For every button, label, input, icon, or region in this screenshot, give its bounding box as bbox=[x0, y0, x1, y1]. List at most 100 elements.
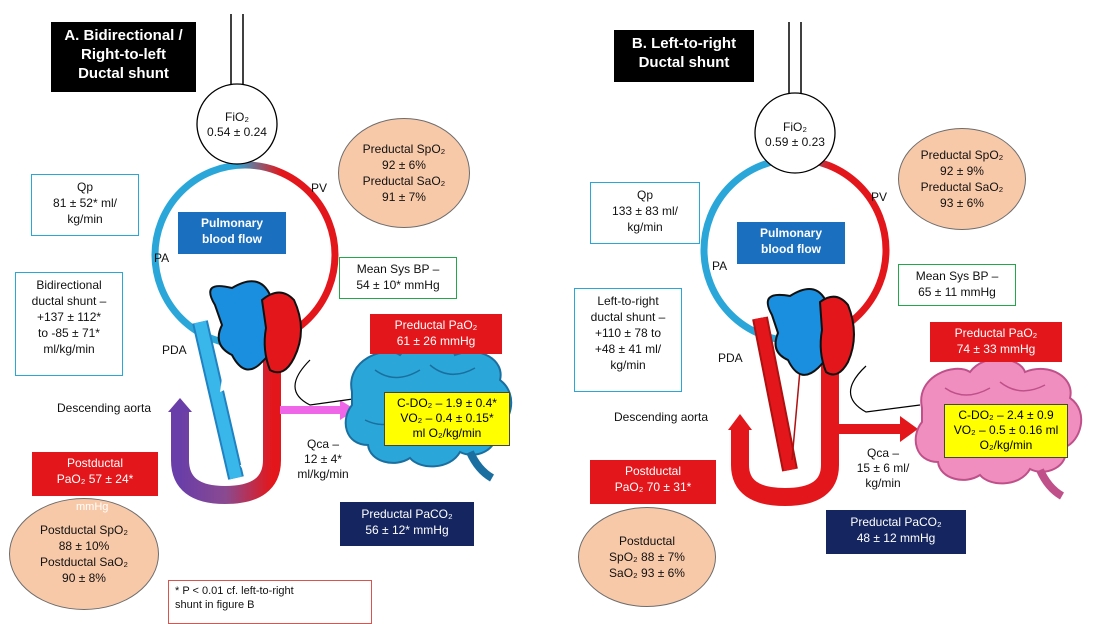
postductal-sats-oval-a: Postductal SpO₂ 88 ± 10% Postductal SaO₂… bbox=[9, 498, 159, 610]
sysbp-line1-b: Mean Sys BP – bbox=[915, 269, 999, 283]
qp-label-a: Qp bbox=[76, 180, 93, 194]
postductal-sats-oval-b: Postductal SpO₂ 88 ± 7% SaO₂ 93 ± 6% bbox=[578, 507, 716, 607]
preductal-pao2-a: Preductal PaO₂ 61 ± 26 mmHg bbox=[370, 314, 502, 354]
fio2-value-a: 0.54 ± 0.24 bbox=[207, 125, 267, 139]
pre-pao2-label-a: Preductal PaO₂ bbox=[394, 318, 478, 332]
post-pao2-value-b: PaO₂ 70 ± 31* bbox=[614, 480, 692, 494]
post-spo2-value-b: SpO₂ 88 ± 7% bbox=[609, 550, 685, 564]
panel-b-title-line2: Ductal shunt bbox=[638, 54, 730, 71]
pa-label-a: PA bbox=[154, 251, 170, 265]
panel-a-title-line1: A. Bidirectional / bbox=[64, 27, 183, 44]
post-pao2-label-b: Postductal bbox=[624, 464, 682, 478]
pulmonary-blood-flow-a: Pulmonary blood flow bbox=[178, 212, 286, 254]
post-sao2-value-b: SaO₂ 93 ± 6% bbox=[609, 566, 685, 580]
preductal-paco2-b: Preductal PaCO₂ 48 ± 12 mmHg bbox=[826, 510, 966, 554]
cerebral-o2-box-a: C-DO₂ – 1.9 ± 0.4* VO₂ – 0.4 ± 0.15* ml … bbox=[384, 392, 510, 446]
pre-sao2-value-b: 93 ± 6% bbox=[940, 196, 984, 210]
pbf-line2-b: blood flow bbox=[761, 242, 821, 256]
fio2-a: FiO₂ 0.54 ± 0.24 bbox=[197, 110, 277, 140]
vo2-unit-a: ml O₂/kg/min bbox=[412, 426, 482, 440]
post-sao2-value-a: 90 ± 8% bbox=[62, 571, 106, 585]
panel-a-title-line2: Right-to-left bbox=[81, 46, 166, 63]
paco2-value-a: 56 ± 12* mmHg bbox=[365, 523, 449, 537]
paco2-label-b: Preductal PaCO₂ bbox=[850, 515, 942, 529]
trachea-b bbox=[788, 22, 802, 100]
cerebral-o2-box-b: C-DO₂ – 2.4 ± 0.9 VO₂ – 0.5 ± 0.16 ml O₂… bbox=[944, 404, 1068, 458]
pre-pao2-label-b: Preductal PaO₂ bbox=[954, 326, 1038, 340]
shunt-arrow-b bbox=[791, 369, 801, 461]
cdo2-b: C-DO₂ – 2.4 ± 0.9 bbox=[958, 408, 1054, 422]
pre-sao2-label-a: Preductal SaO₂ bbox=[362, 174, 446, 188]
paco2-value-b: 48 ± 12 mmHg bbox=[856, 531, 936, 545]
qca-value1-b: 15 ± 6 ml/ bbox=[856, 461, 910, 475]
vo2-b: VO₂ – 0.5 ± 0.16 ml bbox=[953, 423, 1059, 437]
footnote-line2: shunt in figure B bbox=[175, 599, 255, 611]
aorta-arrow-a bbox=[168, 398, 192, 412]
shunt-line5-a: ml/kg/min bbox=[43, 342, 95, 356]
pda-label-b: PDA bbox=[718, 351, 743, 365]
pre-spo2-label-a: Preductal SpO₂ bbox=[362, 142, 446, 156]
pbf-line1-a: Pulmonary bbox=[200, 216, 263, 230]
heart-icon bbox=[209, 280, 302, 374]
sysbp-box-a: Mean Sys BP – 54 ± 10* mmHg bbox=[339, 257, 457, 299]
post-spo2-value-a: 88 ± 10% bbox=[58, 539, 110, 553]
cerebral-arrow-a bbox=[280, 400, 356, 420]
shunt-line4-b: +48 ± 41 ml/ bbox=[594, 342, 662, 356]
qca-a: Qca – 12 ± 4* ml/kg/min bbox=[286, 437, 360, 482]
shunt-box-b: Left-to-right ductal shunt – +110 ± 78 t… bbox=[574, 288, 682, 392]
fio2-label-a: FiO₂ bbox=[225, 110, 249, 124]
footnote-line1: * P < 0.01 cf. left-to-right bbox=[175, 585, 294, 597]
aorta-arrow-b bbox=[728, 414, 752, 430]
pda-label-a: PDA bbox=[162, 343, 187, 357]
shunt-line3-b: +110 ± 78 to bbox=[594, 326, 662, 340]
panel-a-title-line3: Ductal shunt bbox=[78, 65, 169, 82]
shunt-line1-a: Bidirectional bbox=[36, 278, 102, 292]
sysbp-line1-a: Mean Sys BP – bbox=[356, 262, 440, 276]
sysbp-line2-b: 65 ± 11 mmHg bbox=[918, 285, 996, 299]
post-pao2-label-a: Postductal bbox=[66, 456, 124, 470]
fio2-circle-b bbox=[754, 92, 836, 174]
sysbp-line2-a: 54 ± 10* mmHg bbox=[356, 278, 440, 292]
pulmonary-blood-flow-b: Pulmonary blood flow bbox=[737, 222, 845, 264]
pre-sao2-label-b: Preductal SaO₂ bbox=[920, 180, 1004, 194]
panel-a-title: A. Bidirectional / Right-to-left Ductal … bbox=[51, 22, 196, 92]
descending-aorta-label-a: Descending aorta bbox=[57, 401, 152, 415]
post-sao2-label-a: Postductal SaO₂ bbox=[39, 555, 129, 569]
pre-pao2-value-b: 74 ± 33 mmHg bbox=[956, 342, 1036, 356]
qca-label-b: Qca – bbox=[866, 446, 899, 460]
preductal-sats-oval-b: Preductal SpO₂ 92 ± 9% Preductal SaO₂ 93… bbox=[898, 128, 1026, 230]
shunt-line4-a: to -85 ± 71* bbox=[38, 326, 100, 340]
shunt-line5-b: kg/min bbox=[610, 358, 646, 372]
fio2-value-b: 0.59 ± 0.23 bbox=[765, 135, 825, 149]
qp-value2-a: kg/min bbox=[67, 212, 103, 226]
qca-b: Qca – 15 ± 6 ml/ kg/min bbox=[844, 446, 922, 491]
qca-label-a: Qca – bbox=[306, 437, 339, 451]
pre-spo2-value-b: 92 ± 9% bbox=[940, 164, 984, 178]
qca-value2-b: kg/min bbox=[865, 476, 901, 490]
postductal-pao2-b: Postductal PaO₂ 70 ± 31* bbox=[590, 460, 716, 504]
pv-label-b: PV bbox=[871, 190, 888, 204]
pre-sao2-value-a: 91 ± 7% bbox=[382, 190, 426, 204]
cerebral-arrow-b bbox=[838, 416, 918, 442]
shunt-line2-b: ductal shunt – bbox=[590, 310, 666, 324]
paco2-label-a: Preductal PaCO₂ bbox=[361, 507, 453, 521]
pre-spo2-label-b: Preductal SpO₂ bbox=[920, 148, 1004, 162]
cdo2-a: C-DO₂ – 1.9 ± 0.4* bbox=[397, 396, 497, 410]
bidirectional-arrow-a bbox=[223, 384, 245, 471]
pda-vessel-a bbox=[192, 320, 249, 480]
footnote-box: * P < 0.01 cf. left-to-right shunt in fi… bbox=[168, 580, 372, 624]
qp-box-b: Qp 133 ± 83 ml/ kg/min bbox=[590, 182, 700, 244]
shunt-line1-b: Left-to-right bbox=[597, 294, 659, 308]
preductal-sats-oval-a: Preductal SpO₂ 92 ± 6% Preductal SaO₂ 91… bbox=[338, 118, 470, 228]
pbf-line1-b: Pulmonary bbox=[759, 226, 822, 240]
qp-value1-b: 133 ± 83 ml/ bbox=[612, 204, 678, 218]
vo2-unit-b: O₂/kg/min bbox=[979, 438, 1033, 452]
pa-label-b: PA bbox=[712, 259, 728, 273]
qca-value2-a: ml/kg/min bbox=[297, 467, 349, 481]
trachea-a bbox=[230, 14, 244, 92]
heart-icon bbox=[766, 287, 855, 376]
sysbp-box-b: Mean Sys BP – 65 ± 11 mmHg bbox=[898, 264, 1016, 306]
post-pao2-value-a: PaO₂ 57 ± 24* bbox=[56, 472, 134, 486]
qp-box-a: Qp 81 ± 52* ml/ kg/min bbox=[31, 174, 139, 236]
fio2-label-b: FiO₂ bbox=[783, 120, 807, 134]
